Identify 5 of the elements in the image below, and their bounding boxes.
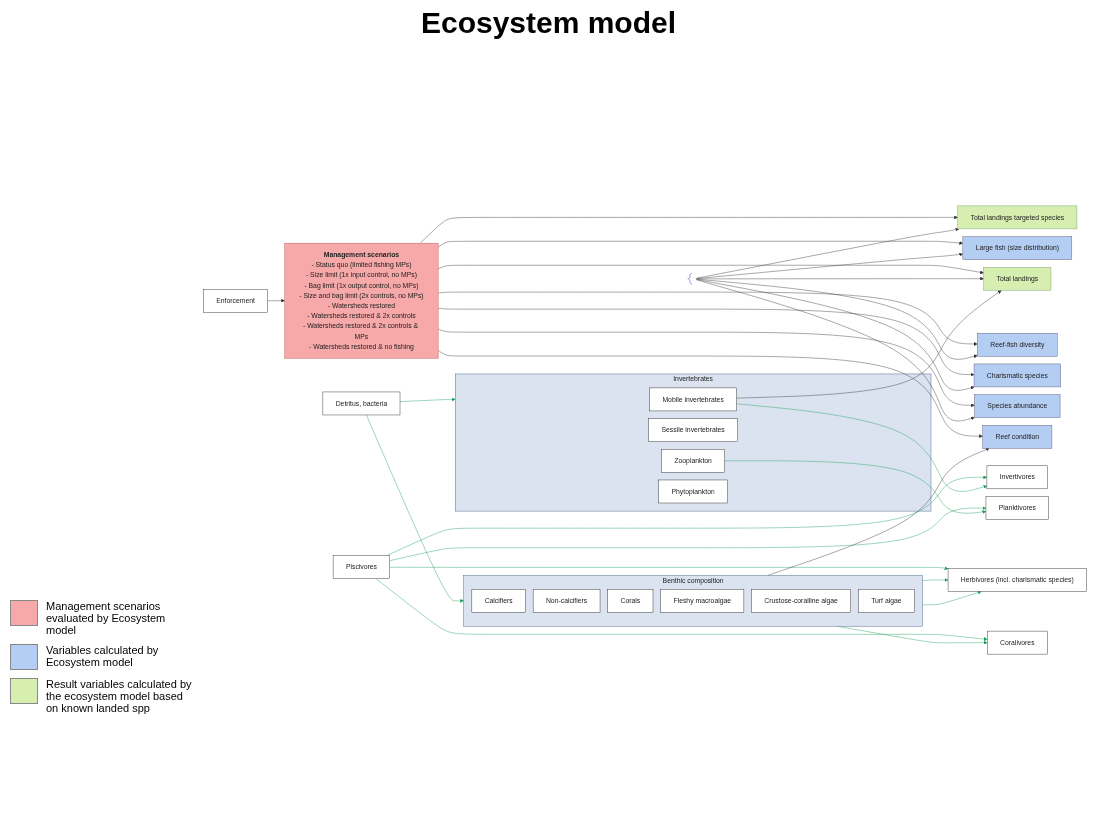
legend-text: Variables calculated by Ecosystem model	[46, 644, 160, 668]
legend-text: Result variables calculated by the ecosystem model based on known landed spp	[46, 678, 193, 714]
legend-text: Management scenarios evaluated by Ecosystem model	[46, 600, 167, 636]
node-bracket	[687, 273, 693, 285]
diagram-title: Ecosystem model	[419, 6, 678, 40]
